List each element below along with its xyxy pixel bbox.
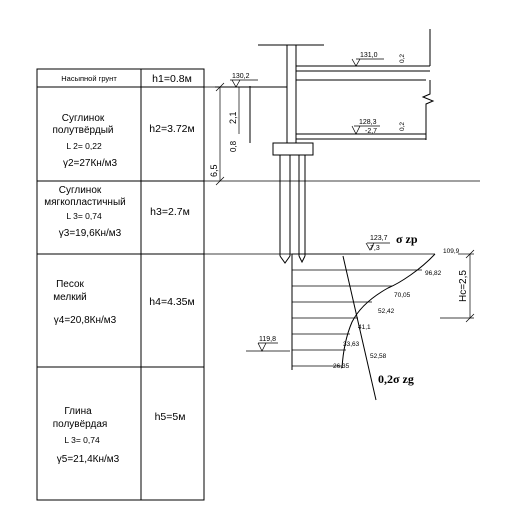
stress-value-zg: 52,58: [370, 353, 387, 360]
sigma-zp-curve: [341, 253, 436, 369]
soil-layer-4-name-2: мелкий: [53, 292, 87, 303]
stress-value: 109,9: [443, 248, 460, 255]
soil-layer-2-thickness: h2=3.72м: [149, 123, 194, 135]
pile-2-tip: [298, 255, 306, 264]
sigma-zp-label: σ zp: [396, 232, 418, 246]
soil-layer-1-thickness: h1=0.8м: [152, 73, 192, 85]
soil-layer-4-thickness: h4=4.35м: [149, 296, 194, 308]
soil-layer-2-unit-weight: γ2=27Кн/м3: [63, 158, 118, 169]
pile-cap: [272, 142, 314, 156]
elevation-pile-tip-sub: 7,3: [370, 245, 380, 252]
elevation-basement-floor: 128,3: [359, 119, 377, 126]
stress-value: 33,63: [343, 341, 360, 348]
elevation-compression-bottom: 119,8: [259, 336, 276, 343]
dimension-65-label: 6,5: [209, 164, 219, 177]
soil-layer-3-liquidity: L 3= 0,74: [66, 211, 102, 221]
elevation-pile-tip: 123,7: [370, 235, 388, 242]
soil-layer-5-unit-weight: γ5=21,4Кн/м3: [57, 454, 120, 465]
soil-layer-4-unit-weight: γ4=20,8Кн/м3: [54, 315, 117, 326]
layer-boundaries: [204, 86, 480, 255]
dimension-21-label: 2,1: [228, 111, 238, 124]
soil-layer-3-unit-weight: γ3=19,6Кн/м3: [59, 228, 122, 239]
soil-layer-5-name: Глина: [64, 406, 92, 417]
elevation-marker: [231, 79, 241, 88]
elevation-marker: [257, 342, 267, 352]
stress-value: 41,1: [358, 324, 371, 331]
dimension-tick: [215, 82, 225, 92]
soil-layer-2-name: Суглинок: [62, 113, 105, 124]
soil-layer-2-liquidity: L 2= 0,22: [66, 141, 102, 151]
elevation-ground: 130,2: [232, 73, 250, 80]
slab-thickness-label: 0,2: [399, 54, 406, 63]
soil-layer-1-name: Насыпной грунт: [61, 74, 117, 83]
soil-layer-4-name: Песок: [56, 279, 84, 290]
elevation-marker: [351, 125, 361, 135]
soil-table: Насыпной грунт h1=0.8м Суглинок полутвёр…: [36, 68, 205, 501]
dimension-small-label: 0,8: [229, 140, 238, 152]
hc-label: Hc=2,5: [458, 270, 469, 302]
dimension-tick: [465, 249, 475, 259]
stress-value: 52,42: [378, 308, 395, 315]
soil-layer-5-thickness: h5=5м: [155, 411, 186, 423]
stress-value: 70,05: [394, 292, 411, 299]
sigma-zg-label: 0,2σ zg: [378, 372, 414, 386]
elevation-basement-depth: -2,7: [365, 128, 377, 135]
dimensions: 6,5 2,1 0,8 0,2 0,2 Hc=2,5: [209, 54, 475, 323]
building-structure: [215, 29, 435, 264]
soil-layer-3-thickness: h3=2.7м: [150, 206, 190, 218]
dimension-tick: [465, 313, 475, 323]
elevation-marker: [351, 58, 361, 67]
floor-thickness-label: 0,2: [399, 122, 406, 131]
soil-table-border: [36, 68, 205, 501]
elevation-top-floor: 131,0: [360, 52, 378, 59]
soil-layer-5-name-2: полувёрдая: [53, 419, 108, 430]
dimension-tick: [215, 176, 225, 186]
elevation-marker: [365, 242, 375, 251]
stress-value: 96,82: [425, 270, 442, 277]
soil-layer-5-liquidity: L 3= 0,74: [64, 435, 100, 445]
stress-value: 26,35: [333, 363, 350, 370]
soil-layer-3-name: Суглинок: [59, 185, 102, 196]
soil-layer-3-name-2: мягкопластичный: [44, 197, 125, 208]
right-wall-break: [421, 80, 435, 140]
stress-diagram: 109,9 96,82 70,05 52,42 41,1 33,63 26,35…: [291, 232, 460, 401]
pile-tip: [279, 255, 291, 264]
soil-layer-2-name-2: полутвёрдый: [53, 125, 114, 136]
sigma-zg-line: [342, 255, 377, 401]
elevation-marks: 131,0 130,2 128,3 -2,7 123,7 7,3 119,8: [230, 52, 390, 352]
